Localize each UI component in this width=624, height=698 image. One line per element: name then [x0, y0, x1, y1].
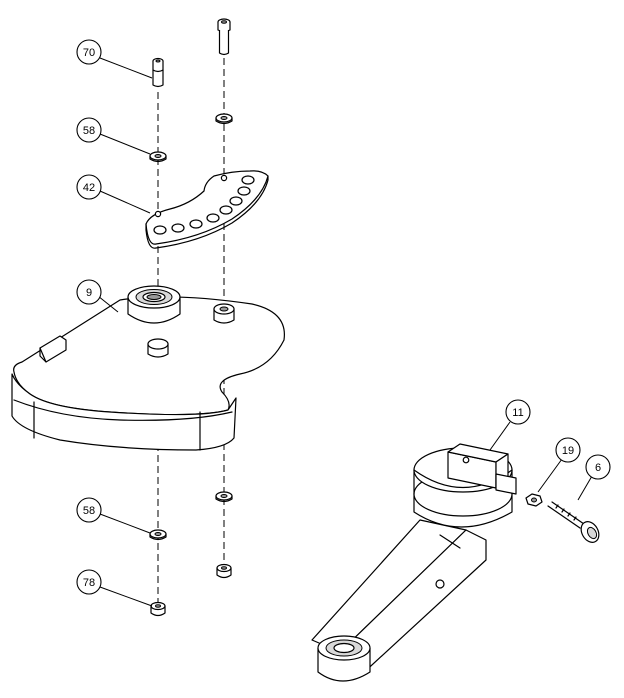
leader-11	[489, 421, 511, 451]
washer-upper-right	[215, 113, 233, 125]
bolt-top-right	[217, 18, 231, 56]
balloon-58-top: 58	[76, 117, 102, 143]
balloon-6: 6	[585, 454, 611, 480]
balloon-58-bottom: 58	[76, 497, 102, 523]
balloon-label-58-top: 58	[83, 125, 95, 137]
arm-assembly-part-11	[311, 443, 517, 682]
balloon-label-58-bottom: 58	[83, 505, 95, 517]
balloon-label-19: 19	[562, 445, 574, 457]
balloon-19: 19	[555, 437, 581, 463]
balloon-label-11: 11	[512, 407, 523, 419]
leader-58-top	[99, 133, 151, 155]
leader-58-bottom	[99, 513, 151, 534]
balloon-78: 78	[76, 569, 102, 595]
balloon-11: 11	[505, 399, 531, 425]
balloon-label-42: 42	[83, 182, 95, 194]
balloon-label-6: 6	[595, 462, 601, 474]
pin-part-70	[152, 57, 164, 88]
adjustment-plate-part-42	[145, 170, 269, 249]
leader-78	[99, 586, 153, 607]
washer-lower-right	[215, 491, 233, 503]
knob-screw-part-6	[547, 501, 600, 543]
washer-part-58-bottom	[149, 529, 167, 541]
balloon-label-78: 78	[83, 577, 95, 589]
nut-lower-right	[216, 563, 232, 579]
balloon-70: 70	[76, 39, 102, 65]
leader-70	[99, 57, 153, 79]
leader-19	[537, 458, 563, 493]
balloon-label-9: 9	[86, 287, 92, 299]
balloon-label-70: 70	[83, 47, 95, 59]
washer-part-58-top	[149, 151, 167, 163]
leader-6	[577, 475, 593, 501]
balloon-42: 42	[76, 174, 102, 200]
balloon-9: 9	[76, 279, 102, 305]
nut-part-78	[150, 601, 166, 617]
mounting-plate-part-9	[11, 285, 285, 451]
leader-9	[97, 295, 119, 313]
nut-part-19	[525, 493, 543, 507]
leader-42	[99, 190, 151, 214]
